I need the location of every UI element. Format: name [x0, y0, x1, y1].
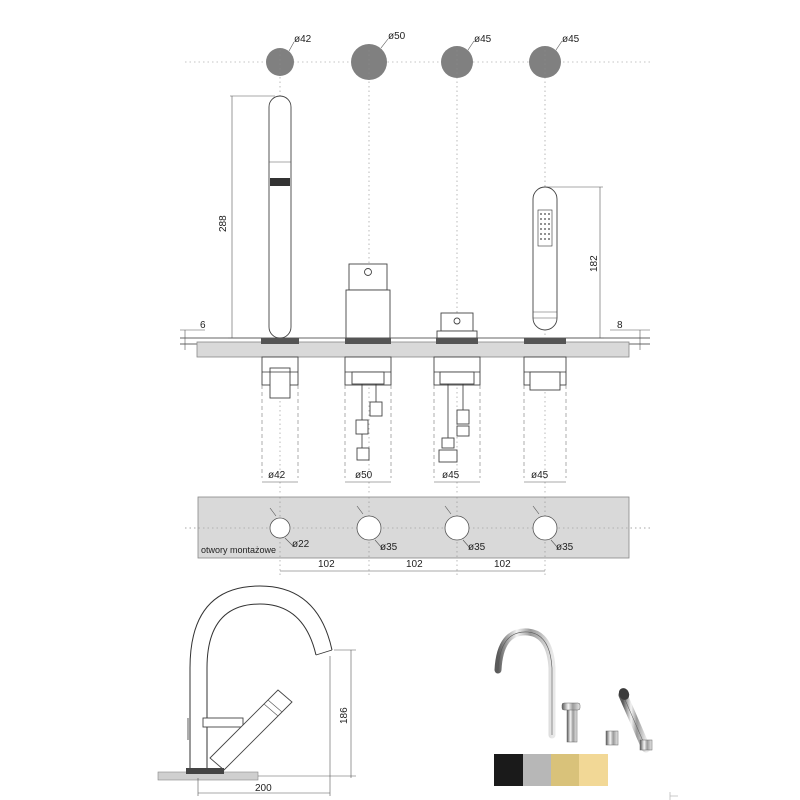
height-288-label: 288 — [218, 215, 229, 232]
photo-mixer — [566, 707, 578, 743]
mounting-holes-label: otwory montażowe — [201, 545, 276, 555]
centerlines — [279, 50, 546, 495]
top-diameter-2: ø50 — [388, 31, 406, 42]
hole-diameter-4: ø35 — [556, 542, 574, 553]
side-view: 186 200 — [157, 585, 356, 796]
height-186-label: 186 — [339, 707, 350, 724]
top-view: ø42 ø50 ø45 ø45 — [185, 31, 650, 80]
top-diameter-3: ø45 — [474, 34, 492, 45]
top-circle-3 — [441, 46, 473, 78]
product-photo — [494, 628, 653, 753]
hole-diameter-3: ø35 — [468, 542, 486, 553]
hole-4 — [532, 515, 558, 541]
spout-aerator — [270, 178, 290, 186]
hole-2 — [356, 515, 382, 541]
top-diameter-1: ø42 — [294, 34, 312, 45]
photo-diverter — [605, 730, 619, 746]
dimension-288: 288 — [218, 95, 275, 339]
corner-mark — [669, 792, 678, 800]
bottom-diameter-3: ø45 — [442, 470, 460, 481]
spacing-3: 102 — [494, 559, 511, 570]
bottom-diameter-4: ø45 — [531, 470, 549, 481]
bottom-dimensions: ø42 ø50 ø45 ø45 — [262, 470, 566, 483]
swatch-light-gold — [579, 754, 608, 786]
dimension-8: 8 — [610, 320, 650, 350]
dashed-envelopes — [261, 385, 567, 478]
swatch-gold — [551, 754, 579, 786]
spacing-2: 102 — [406, 559, 423, 570]
under-deck-parts — [261, 356, 567, 463]
dimension-182: 182 — [545, 186, 604, 339]
hole-3 — [444, 515, 470, 541]
mounting-holes-view: ø22 ø35 ø35 ø35 otwory montażowe 102 102… — [185, 496, 650, 575]
side-spout-inner — [206, 603, 317, 770]
side-hand-shower — [209, 689, 293, 771]
front-view: ø42 ø50 ø45 ø45 288 182 6 — [180, 95, 650, 483]
bottom-diameter-1: ø42 — [268, 470, 286, 481]
diverter-base — [436, 330, 478, 339]
top-circle-4 — [529, 46, 561, 78]
swatch-black — [494, 754, 523, 786]
dimension-6: 6 — [180, 320, 206, 350]
spout-column — [268, 95, 292, 339]
spacing-1: 102 — [318, 559, 335, 570]
width-200-label: 200 — [255, 783, 272, 794]
bottom-diameter-2: ø50 — [355, 470, 373, 481]
hole-diameter-2: ø35 — [380, 542, 398, 553]
mixer-body — [345, 289, 391, 339]
shower-head-holes — [537, 209, 553, 247]
hole-1 — [269, 517, 291, 539]
finish-swatches — [494, 754, 608, 786]
swatch-chrome — [523, 754, 551, 786]
top-diameter-4: ø45 — [562, 34, 580, 45]
deck-left-label: 6 — [200, 320, 206, 331]
hand-shower — [532, 186, 558, 331]
mixer-lever — [348, 263, 388, 291]
side-lever — [202, 717, 244, 728]
deck-plate — [196, 341, 630, 358]
deck-right-label: 8 — [617, 320, 623, 331]
side-spout-outer — [189, 585, 333, 770]
photo-spout — [494, 628, 556, 739]
height-182-label: 182 — [589, 255, 600, 272]
hole-diameter-1: ø22 — [292, 539, 310, 550]
top-circle-1 — [266, 48, 294, 76]
top-circle-2 — [351, 44, 387, 80]
